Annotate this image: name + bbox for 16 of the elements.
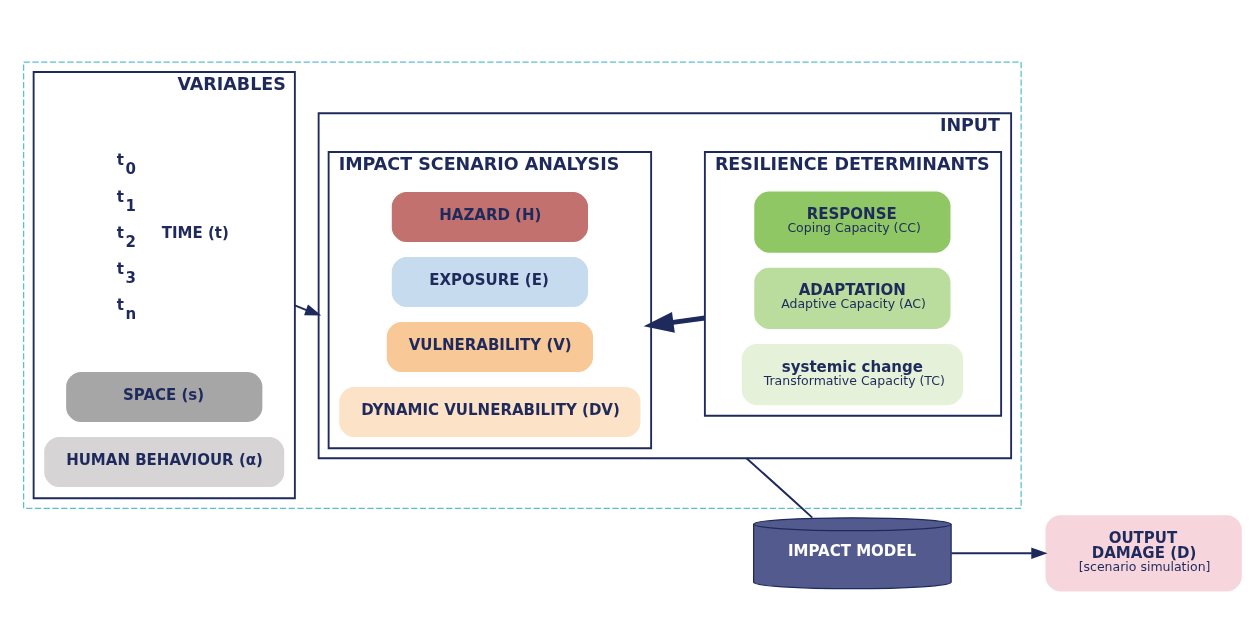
connector	[745, 457, 814, 519]
node-box: DYNAMIC VULNERABILITY (DV)	[338, 385, 642, 439]
node-box: OUTPUT DAMAGE (D) [scenario simulation]	[1044, 513, 1243, 593]
arrow	[950, 547, 1048, 559]
arrow	[643, 311, 706, 333]
node-box: HAZARD (H)	[390, 190, 590, 244]
node-box: SPACE (s)	[64, 370, 264, 424]
node-box: systemic change Transformative Capacity (TC)	[740, 342, 965, 407]
node-text: TIME (t)	[161, 223, 229, 242]
node-box: HUMAN BEHAVIOUR (α)	[43, 435, 286, 489]
node-box: VULNERABILITY (V)	[385, 320, 595, 374]
node-box: EXPOSURE (E)	[390, 255, 590, 309]
cluster	[23, 61, 1022, 509]
arrow	[293, 304, 322, 316]
node-box: RESPONSE Coping Capacity (CC)	[753, 190, 952, 254]
node-box: ADAPTATION Adaptive Capacity (AC)	[753, 266, 952, 331]
